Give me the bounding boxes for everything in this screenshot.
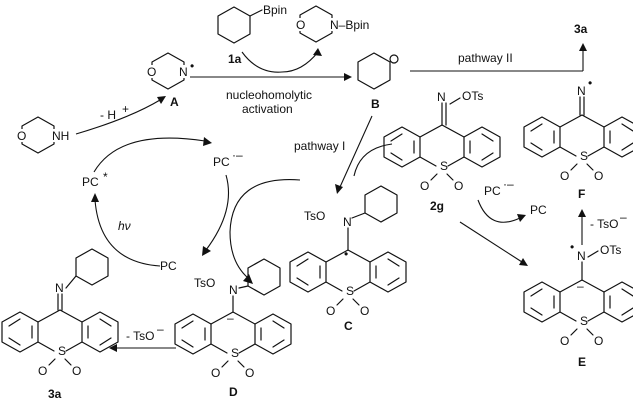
D-o-left: O xyxy=(211,366,220,380)
E-oTs: OTs xyxy=(600,243,621,257)
F-o-left: O xyxy=(560,169,569,183)
2g-to-E-arrow xyxy=(459,221,523,263)
C-radical-dot: • xyxy=(344,247,348,261)
compound-label-E: E xyxy=(578,355,586,369)
C-cyclohexyl-ring xyxy=(364,185,398,223)
3a-cyclohexyl-ring xyxy=(75,248,109,286)
compound-label-3a-bottom: 3a xyxy=(48,387,62,401)
morpholine-a-n: N xyxy=(179,65,188,79)
pc-excited-star: * xyxy=(103,170,108,184)
2g-o-left: O xyxy=(420,179,429,193)
C-n: N xyxy=(343,215,352,229)
2g-n: N xyxy=(437,90,446,104)
morpholine-ring xyxy=(21,116,55,154)
D-n: N xyxy=(229,283,238,297)
nucleohomolytic-label: nucleohomolytic xyxy=(226,88,312,102)
E-s: S xyxy=(580,314,588,328)
compound-label-B: B xyxy=(371,97,380,111)
cycle-arrow-top xyxy=(93,137,206,173)
D-tso: TsO xyxy=(194,276,215,290)
C-o-right: O xyxy=(360,304,369,318)
compound-label-D: D xyxy=(229,385,238,399)
E-o-right: O xyxy=(594,334,603,348)
F-s: S xyxy=(580,149,588,163)
E-anion: – xyxy=(577,279,584,293)
E-radical-dot: • xyxy=(570,240,574,254)
set-to-2g-arrow xyxy=(477,199,521,223)
2g-oTs: OTs xyxy=(462,89,483,103)
D-cyclohexyl-ring xyxy=(247,258,281,296)
pc-regenerated: PC xyxy=(530,203,547,217)
pathway-I-label: pathway I xyxy=(294,139,345,153)
cycle-arrow-right xyxy=(205,174,229,251)
3a-o-right: O xyxy=(72,364,81,378)
2g-addition-arrow xyxy=(353,143,393,177)
morpholine-nh: NH xyxy=(52,129,69,143)
bpin-label: Bpin xyxy=(263,3,287,17)
morpholine-a-o: O xyxy=(147,65,156,79)
3a-o-left: O xyxy=(38,364,47,378)
aminyl-radical-dot: • xyxy=(190,59,194,73)
3a-n: N xyxy=(55,281,64,295)
h-plus-sup: + xyxy=(122,102,129,116)
radical-orbital-icon xyxy=(389,54,399,64)
pathway-II-label: pathway II xyxy=(458,51,513,65)
nbpin-label: N–Bpin xyxy=(330,18,369,32)
hv-label: hν xyxy=(118,219,131,233)
compound-label-A: A xyxy=(170,95,179,109)
F-radical-dot: • xyxy=(588,76,592,90)
pathway-I-arrow xyxy=(339,115,373,188)
C-o-left: O xyxy=(326,304,335,318)
pc-radical-anion-1: PC xyxy=(213,155,230,169)
morpholine-bpin-o: O xyxy=(296,18,305,32)
D-anion: – xyxy=(227,311,234,325)
pc-ground-state: PC xyxy=(160,259,177,273)
pc-excited-label: PC xyxy=(82,175,99,189)
minus-h-label: - H xyxy=(100,108,116,122)
pc-radical-anion-2-sup: ·– xyxy=(503,177,514,191)
cyclohexyl-radical-ring xyxy=(357,52,391,90)
E-o-left: O xyxy=(560,334,569,348)
cyclohexane-ring-1a xyxy=(217,6,251,44)
compound-label-3a-top: 3a xyxy=(574,22,588,36)
structure-3a-bottom: N S O O xyxy=(1,281,119,378)
cycle-arrow-left xyxy=(94,199,161,267)
structure-D: – S O O xyxy=(174,295,292,380)
tso-minus-2-sup: – xyxy=(620,210,627,224)
compound-label-C: C xyxy=(344,319,353,333)
D-s: S xyxy=(231,346,239,360)
2g-o-right: O xyxy=(454,179,463,193)
compound-label-2g: 2g xyxy=(430,199,444,213)
tso-minus-label-2: - TsO xyxy=(590,217,618,231)
3a-s: S xyxy=(58,344,66,358)
activation-label: activation xyxy=(242,102,293,116)
morpholine-radical-ring xyxy=(151,52,185,90)
tso-minus-1-sup: – xyxy=(157,322,164,336)
morpholine-o: O xyxy=(17,129,26,143)
morpholine-bpin-ring xyxy=(299,5,333,43)
D-o-right: O xyxy=(245,366,254,380)
structure-2g: N S O O xyxy=(383,90,501,193)
structure-C: • S O O xyxy=(289,227,407,318)
deprotonation-arrow xyxy=(75,99,161,135)
C-tso: TsO xyxy=(304,209,325,223)
structure-E: N • – S O O xyxy=(523,240,633,348)
compound-label-F: F xyxy=(578,187,585,201)
F-o-right: O xyxy=(594,169,603,183)
2g-s: S xyxy=(440,159,448,173)
curved-arrow-1a xyxy=(241,51,319,73)
F-n: N xyxy=(577,84,586,98)
C-s: S xyxy=(346,284,354,298)
pc-radical-anion-1-sup: ·– xyxy=(232,148,243,162)
compound-label-1a: 1a xyxy=(228,52,242,66)
E-n: N xyxy=(577,249,586,263)
set-arrow-to-D xyxy=(229,179,301,279)
tso-minus-label-1: - TsO xyxy=(126,329,154,343)
pc-radical-anion-2: PC xyxy=(484,184,501,198)
structure-F: N • S O O xyxy=(523,76,633,183)
